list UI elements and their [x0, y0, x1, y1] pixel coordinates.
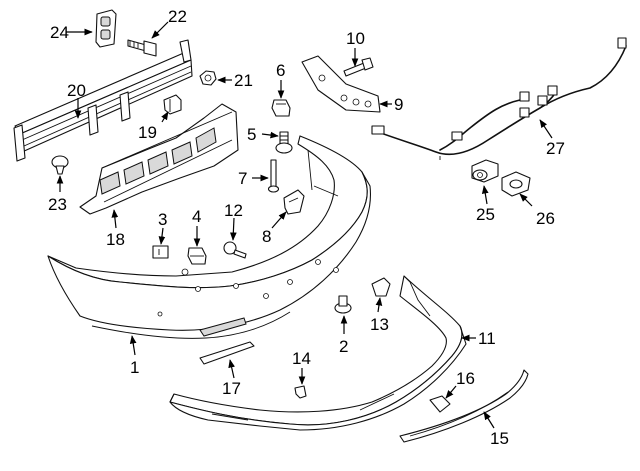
part-2-screw: [334, 295, 352, 314]
part-4-clip: [187, 247, 207, 265]
callout-26: 26: [536, 209, 555, 228]
part-12-screw: [223, 241, 247, 259]
callout-18: 18: [106, 230, 125, 249]
callout-4: 4: [192, 207, 201, 226]
callout-11: 11: [478, 329, 496, 348]
callout-20: 20: [67, 81, 86, 100]
callout-24: 24: [50, 23, 69, 42]
part-13-clip: [371, 277, 391, 297]
callout-1: 1: [130, 358, 139, 377]
part-6-retainer: [271, 99, 291, 117]
part-5-bolt: [275, 131, 293, 154]
part-22-bolt: [127, 39, 157, 57]
part-20-reinforcement-beam: [13, 39, 193, 162]
callout-16: 16: [456, 369, 475, 388]
callout-6: 6: [276, 61, 285, 80]
part-10-bolt: [343, 57, 374, 77]
callout-15: 15: [490, 429, 509, 448]
callout-labels: 24 22 20 21 19 23 18 3 4 12 6 5 7 8 10 9…: [48, 7, 565, 448]
part-3-plate: [152, 245, 169, 259]
part-23-push-pin: [51, 155, 69, 175]
callout-8: 8: [262, 227, 271, 246]
part-27-wiring-harness: [371, 37, 627, 160]
callout-2: 2: [339, 337, 348, 356]
part-21-nut: [199, 70, 217, 86]
part-24-bracket: [95, 9, 117, 48]
part-9-bracket: [301, 55, 381, 113]
callout-10: 10: [346, 29, 365, 48]
callout-21: 21: [234, 71, 253, 90]
part-15-trim-strip: [399, 369, 529, 443]
callout-13: 13: [370, 315, 389, 334]
callout-25: 25: [476, 205, 495, 224]
callout-7: 7: [238, 169, 247, 188]
part-17-trim-strip: [199, 341, 255, 365]
part-26-sensor-bracket: [501, 171, 531, 197]
callout-27: 27: [546, 139, 565, 158]
callout-14: 14: [292, 349, 311, 368]
callout-5: 5: [247, 125, 256, 144]
callout-19: 19: [138, 123, 157, 142]
callout-17: 17: [222, 379, 241, 398]
part-7-stud: [267, 159, 280, 193]
part-11-lower-valance: [169, 275, 467, 431]
callout-3: 3: [158, 210, 167, 229]
leaders: [56, 21, 553, 429]
part-14-bracket: [294, 385, 307, 399]
callout-22: 22: [168, 7, 187, 26]
part-8-bracket: [283, 189, 305, 215]
part-16-bracket: [429, 395, 451, 413]
callout-12: 12: [224, 201, 243, 220]
part-19-clip: [163, 94, 182, 115]
part-18-energy-absorber: [79, 103, 239, 215]
callout-9: 9: [394, 95, 403, 114]
part-25-parking-sensor: [471, 159, 499, 183]
callout-23: 23: [48, 195, 67, 214]
part-1-bumper-cover: [47, 135, 372, 339]
